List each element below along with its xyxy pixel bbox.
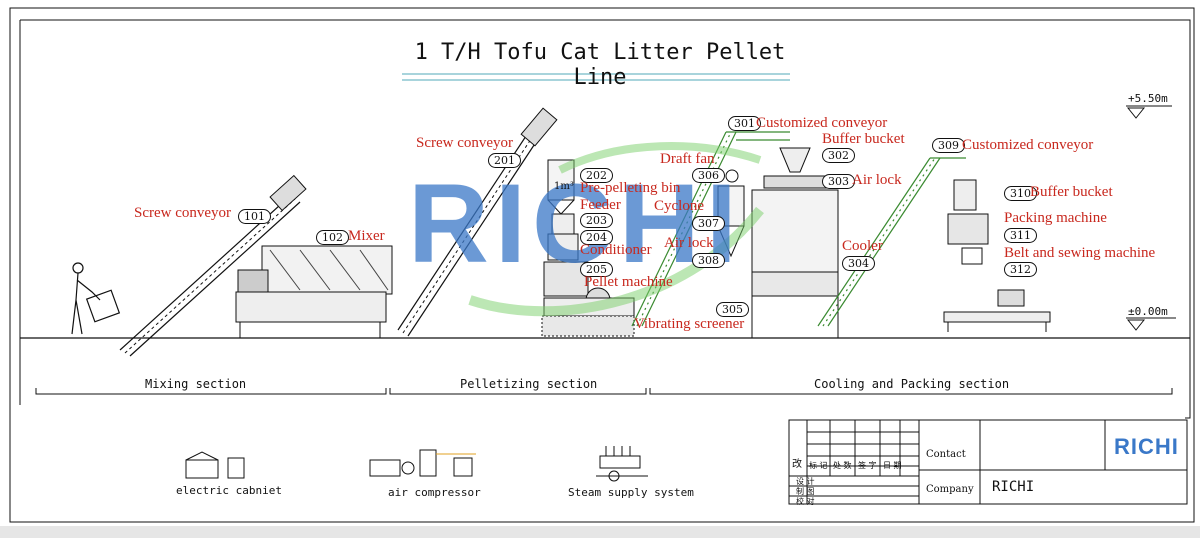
air-compressor-icon <box>369 449 476 477</box>
tag-312: 312 <box>1004 262 1037 277</box>
section-mixing: Mixing section <box>145 377 247 391</box>
tag-305: 305 <box>716 302 749 317</box>
tag-201: 201 <box>488 153 521 168</box>
tag-308: 308 <box>692 253 725 268</box>
section-cooling-packing: Cooling and Packing section <box>814 377 1010 391</box>
richi-watermark <box>468 142 764 317</box>
label-303: Air lock <box>852 172 902 188</box>
inner-frame <box>20 19 1191 419</box>
label-311: Packing machine <box>1004 210 1107 226</box>
legend-electric-cabinet: electric cabniet <box>176 484 282 497</box>
richi-watermark-text: RICHI <box>408 161 743 286</box>
tb-h2: 处 数 <box>833 461 852 470</box>
richi-logo: RICHI <box>1114 434 1179 459</box>
section-pelletizing: Pelletizing section <box>460 377 598 391</box>
worker-figure <box>71 262 121 335</box>
label-307: Cyclone <box>654 198 704 214</box>
tag-306: 306 <box>692 168 725 183</box>
elevation-ground: ±0.00m <box>1128 305 1168 318</box>
cooler-304 <box>751 147 839 338</box>
label-308: Air lock <box>664 235 714 251</box>
tag-307: 307 <box>692 216 725 231</box>
tag-203: 203 <box>580 213 613 228</box>
drawing-title: 1 T/H Tofu Cat Litter Pellet Line <box>414 40 786 90</box>
label-310: Buffer bucket <box>1030 184 1113 200</box>
tb-contact-label: Contact <box>926 449 966 460</box>
legend-air-compressor: air compressor <box>388 486 481 499</box>
label-102: Mixer <box>348 228 385 244</box>
tag-310: 310 <box>1004 186 1037 201</box>
bracket-mixing <box>35 388 387 395</box>
screw-conveyor-101 <box>119 174 307 357</box>
tb-row-check: 校 对 <box>796 497 815 506</box>
label-204: Conditioner <box>580 242 652 258</box>
tb-h1: 标 记 <box>809 461 828 470</box>
customized-conveyor-309 <box>817 157 966 327</box>
cyclone-307 <box>717 169 745 258</box>
label-101: Screw conveyor <box>134 205 232 221</box>
tb-h3: 签 字 <box>858 461 877 470</box>
label-205: Pellet machine <box>584 274 673 290</box>
tb-company-value: RICHI <box>992 479 1035 495</box>
steam-supply-icon <box>596 446 648 482</box>
tb-h4: 日 期 <box>883 461 902 470</box>
label-312: Belt and sewing machine <box>1004 245 1156 261</box>
elevation-top: +5.50m <box>1128 92 1168 105</box>
label-305: Vibrating screener <box>634 316 745 332</box>
label-202: Pre-pelleting bin <box>580 180 681 196</box>
tag-309: 309 <box>932 138 965 153</box>
mixer-102 <box>235 245 393 338</box>
tag-311: 311 <box>1004 228 1037 243</box>
tag-304: 304 <box>842 256 875 271</box>
tb-row-design: 设 计 <box>796 477 815 486</box>
tag-101: 101 <box>238 209 271 224</box>
label-302: Buffer bucket <box>822 131 905 147</box>
label-309: Customized conveyor <box>962 137 1094 153</box>
tag-102: 102 <box>316 230 349 245</box>
bin-volume-note: 1m³ <box>554 181 574 192</box>
legend-steam-supply: Steam supply system <box>568 486 694 499</box>
tb-rev: 改 <box>792 459 802 470</box>
bracket-cooling <box>649 388 1173 395</box>
label-301: Customized conveyor <box>756 115 888 131</box>
label-304: Cooler <box>842 238 883 254</box>
label-306: Draft fan <box>660 151 715 167</box>
tag-204: 204 <box>580 230 613 245</box>
elevation-ground-marker <box>1126 319 1146 331</box>
tb-row-draw: 制 图 <box>796 487 815 496</box>
tag-205: 205 <box>580 262 613 277</box>
label-203: Feeder <box>580 197 621 213</box>
tag-202: 202 <box>580 168 613 183</box>
tag-303: 303 <box>822 174 855 189</box>
electric-cabinet-icon <box>185 451 245 479</box>
elevation-top-marker <box>1126 107 1146 119</box>
packing-machine-311 <box>943 179 1051 332</box>
tag-302: 302 <box>822 148 855 163</box>
tb-company-label: Company <box>926 484 974 495</box>
bracket-pelletizing <box>389 388 647 395</box>
drawing-border <box>9 7 1195 523</box>
title-block <box>788 419 1188 505</box>
tag-301: 301 <box>728 116 761 131</box>
label-201: Screw conveyor <box>416 135 514 151</box>
bottom-strip <box>0 526 1200 538</box>
